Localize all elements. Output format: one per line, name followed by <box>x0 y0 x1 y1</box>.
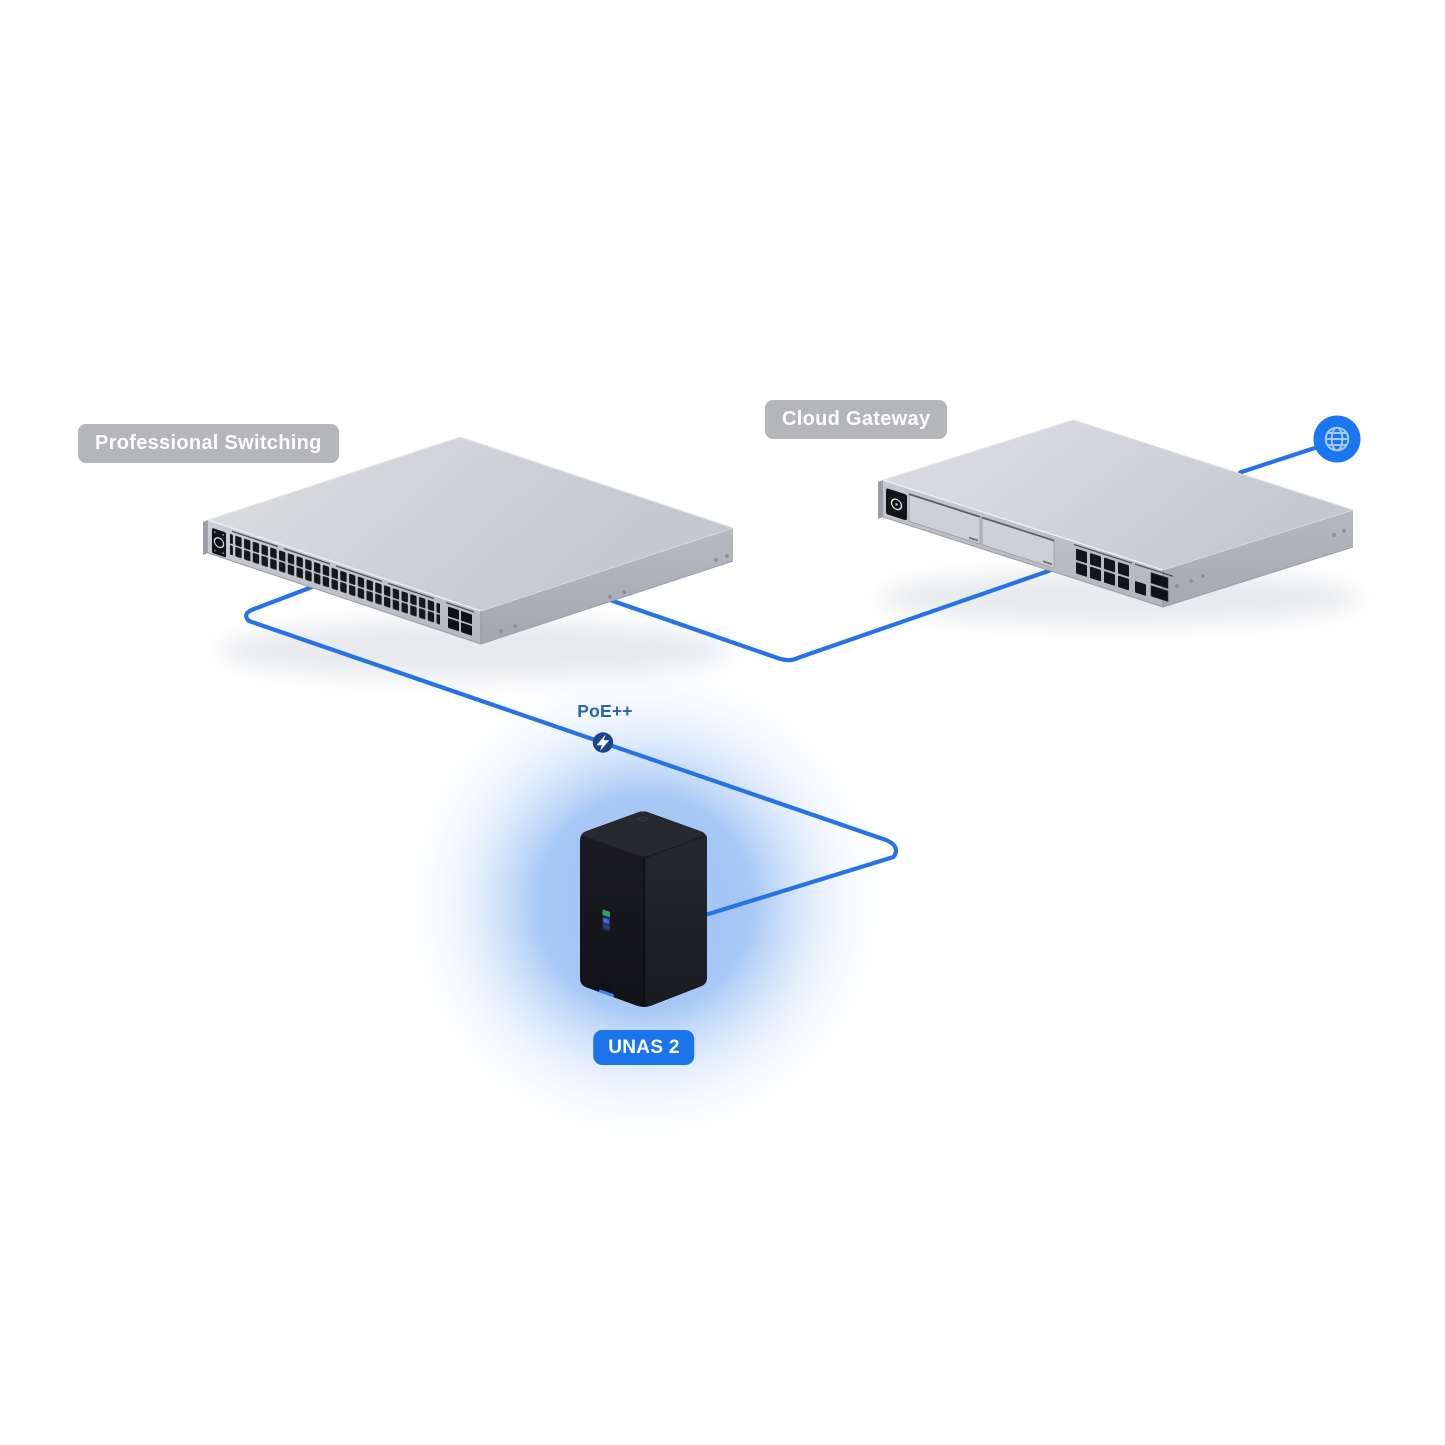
gateway-left-sliver <box>878 480 883 519</box>
nas-screen <box>602 909 610 932</box>
poe-badge <box>592 732 614 753</box>
switch-label: Professional Switching <box>78 424 339 463</box>
connection-lines <box>244 440 1333 919</box>
nas-top-logo <box>638 816 648 822</box>
nas-status-led <box>599 989 614 997</box>
nas-label-text: UNAS 2 <box>608 1037 680 1058</box>
switch-rj45-ports <box>230 527 440 631</box>
switch-right-face <box>481 528 733 644</box>
line-switch-to-nas <box>244 581 899 919</box>
gateway-label: Cloud Gateway <box>765 400 948 439</box>
switch-device <box>203 436 734 645</box>
gateway-drive-tray-2 <box>981 516 1055 569</box>
nas-right-face <box>645 836 707 1006</box>
nas-front-panel <box>599 909 614 997</box>
gateway-wan-port <box>1135 581 1146 596</box>
line-switch-to-gateway <box>607 568 1053 663</box>
lightning-bolt <box>596 734 610 751</box>
gateway-display-dot <box>895 503 898 506</box>
gateway-side-screws <box>1175 529 1346 588</box>
globe-glyph <box>1324 426 1350 452</box>
poe-label-text: PoE++ <box>577 701 633 721</box>
nas-port-slot <box>600 983 611 989</box>
line-gateway-to-internet <box>1237 440 1333 475</box>
gateway-edges <box>882 419 1354 608</box>
gateway-sfp-ports <box>1150 572 1169 602</box>
switch-front-panel <box>212 527 474 636</box>
switch-side-screws <box>499 554 729 633</box>
switch-top-face <box>208 437 733 611</box>
nas-device <box>580 811 707 1008</box>
device-shadows <box>220 571 1360 680</box>
gateway-drive-tray-1 <box>908 492 981 545</box>
switch-label-text: Professional Switching <box>95 432 322 454</box>
poe-label: PoE++ <box>577 701 632 722</box>
gateway-label-text: Cloud Gateway <box>782 408 931 430</box>
internet-node <box>1313 415 1361 463</box>
gateway-front-panel <box>886 488 1173 602</box>
nas-label: UNAS 2 <box>593 1030 695 1065</box>
gateway-rj45-ports <box>1076 548 1129 591</box>
nas-top-face <box>582 811 705 857</box>
gateway-device <box>878 419 1354 608</box>
gateway-right-face <box>1163 510 1353 607</box>
switch-display-screws <box>213 531 225 555</box>
switch-sfp-ports <box>448 606 472 636</box>
switch-display-ring <box>213 537 225 549</box>
gateway-top-face <box>883 420 1353 570</box>
gateway-port-label-strips <box>1074 543 1173 577</box>
switch-left-sliver <box>203 520 208 555</box>
